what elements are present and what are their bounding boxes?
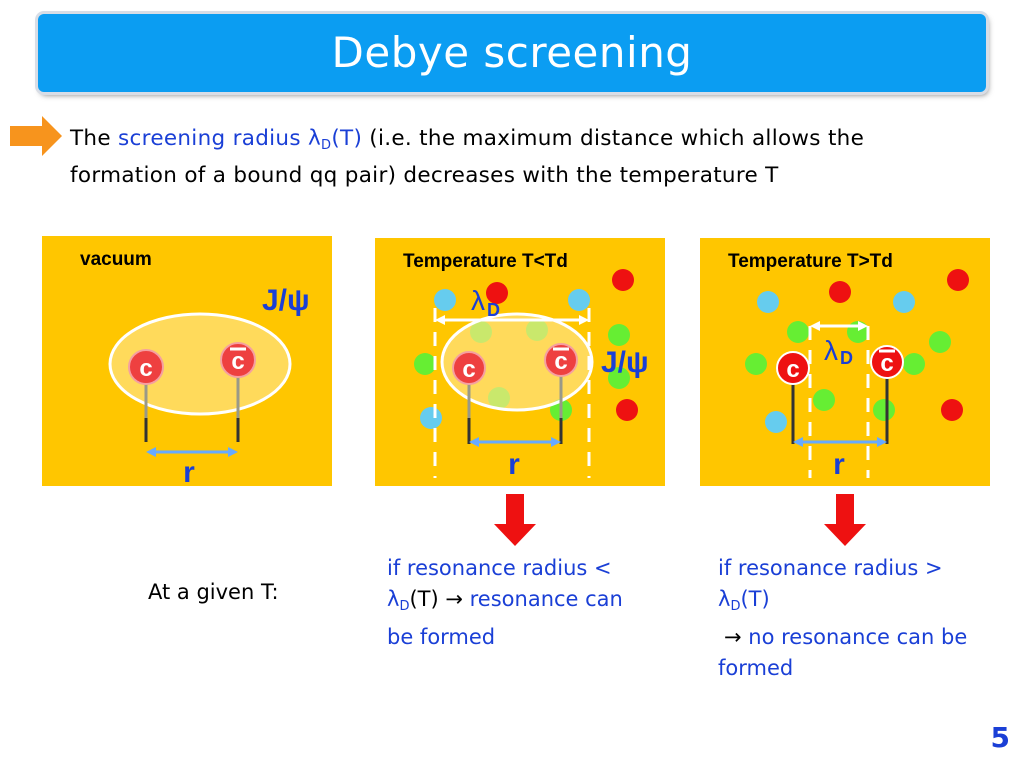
page-title: Debye screening <box>331 28 693 77</box>
svg-text:r: r <box>508 448 520 481</box>
svg-text:D: D <box>487 300 500 320</box>
svg-text:c: c <box>786 356 799 383</box>
above-td-panel: c c λ D r Temperature T>Td <box>700 238 990 486</box>
above-td-label: Temperature T>Td <box>728 251 893 272</box>
below-td-diagram: c c λ D J/ψ r <box>414 269 649 481</box>
svg-text:c: c <box>462 356 475 383</box>
below-td-label: Temperature T<Td <box>403 251 568 272</box>
jpsi-ellipse <box>108 312 292 416</box>
screening-radius-term: screening radius λD(T) <box>118 126 363 153</box>
vacuum-label: vacuum <box>80 249 152 270</box>
result-below-text: if resonance radius < λD(T) → resonance … <box>387 556 623 649</box>
page-number: 5 <box>990 721 1010 754</box>
jpsi-label: J/ψ <box>262 284 310 317</box>
orange-arrow-icon <box>10 116 62 156</box>
vacuum-panel: vacuum c c J/ψ r <box>42 236 332 486</box>
svg-text:J/ψ: J/ψ <box>601 346 649 379</box>
given-t-label: At a given T: <box>148 580 279 604</box>
svg-text:λ: λ <box>471 285 485 316</box>
down-arrow-icon <box>494 494 536 546</box>
svg-text:r: r <box>833 448 845 481</box>
result-above-text: if resonance radius > λD(T) → no resonan… <box>718 556 968 680</box>
svg-text:c: c <box>231 348 244 375</box>
svg-text:c: c <box>554 348 567 375</box>
svg-text:c: c <box>139 355 152 382</box>
r-label: r <box>183 456 195 486</box>
above-td-diagram: c c λ D r <box>745 269 969 481</box>
charm-quark <box>128 349 164 385</box>
svg-text:λ: λ <box>824 335 838 366</box>
svg-text:c: c <box>880 350 893 377</box>
intro-text: The screening radius λD(T) (i.e. the max… <box>70 126 865 188</box>
below-td-panel: c c λ D J/ψ r Temperature T<Td <box>375 238 665 486</box>
vacuum-diagram: c c J/ψ r <box>108 284 310 486</box>
anticharm-quark <box>220 342 256 378</box>
down-arrow-icon <box>824 494 866 546</box>
svg-text:D: D <box>840 348 853 368</box>
title-banner: Debye screening <box>38 14 986 92</box>
